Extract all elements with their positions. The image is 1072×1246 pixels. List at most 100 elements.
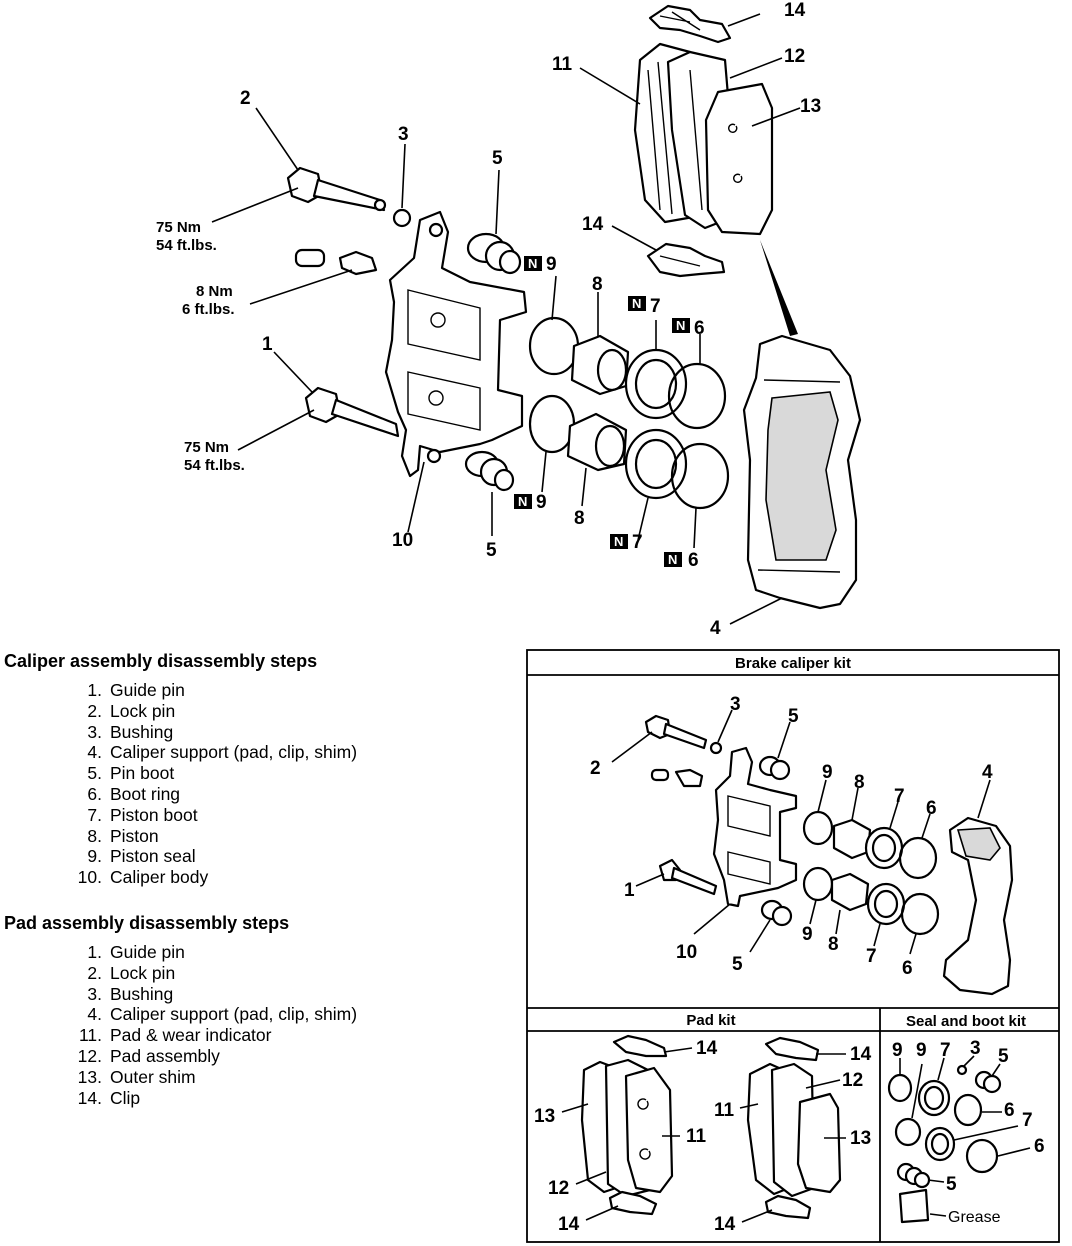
step-number: 3. <box>87 983 102 1004</box>
kit-callout-9-bottom: 9 <box>802 924 813 945</box>
pin-boot-top-part <box>466 232 522 275</box>
pad-kit-drawing: 14 13 11 12 14 14 11 12 13 14 <box>534 1034 872 1235</box>
boot-ring-part <box>667 362 730 510</box>
callout-9-bottom: 9 <box>536 492 547 513</box>
step-text: Caliper support (pad, clip, shim) <box>110 1004 358 1025</box>
svg-text:N: N <box>614 534 623 549</box>
padkit-callout-14-left-top: 14 <box>696 1038 718 1059</box>
svg-text:N: N <box>632 296 641 311</box>
kit-callout-8-top: 8 <box>854 772 865 793</box>
sealkit-callout-5-top: 5 <box>998 1046 1009 1067</box>
step-number: 1. <box>87 680 102 700</box>
callout-9-top: 9 <box>546 254 557 275</box>
callout-8-top: 8 <box>592 274 603 295</box>
step-number: 9. <box>87 846 102 867</box>
step-text: Bushing <box>110 983 174 1004</box>
kit-callout-9-top: 9 <box>822 762 833 783</box>
callout-3: 3 <box>398 124 409 145</box>
callout-13: 13 <box>800 96 821 117</box>
step-item: 4. Caliper support (pad, clip, shim) <box>4 1004 357 1025</box>
svg-text:N: N <box>518 494 527 509</box>
step-text: Guide pin <box>110 942 185 962</box>
svg-text:N: N <box>676 318 685 333</box>
caliper-body-part <box>384 210 528 478</box>
step-item: 14.Clip <box>4 1088 357 1109</box>
padkit-callout-14-right-bottom: 14 <box>714 1214 736 1235</box>
step-number: 3. <box>87 721 102 742</box>
kit-callout-10: 10 <box>676 942 697 963</box>
torque-bleeder-nm: 8 Nm <box>196 283 233 300</box>
caliper-steps-heading: Caliper assembly disassembly steps <box>4 651 318 671</box>
lock-pin-part <box>286 166 387 212</box>
kit-callout-7-top: 7 <box>894 786 905 807</box>
sealkit-callout-9-center: 9 <box>916 1040 927 1061</box>
step-text: Pad assembly <box>110 1045 220 1066</box>
padkit-callout-14-right-top: 14 <box>850 1044 872 1065</box>
kit-callout-1: 1 <box>624 880 635 901</box>
step-item: 2. Lock pin <box>4 963 357 984</box>
step-item: 1. Guide pin <box>4 680 357 701</box>
sealkit-callout-5-bottom: 5 <box>946 1174 957 1195</box>
step-number: 13. <box>77 1066 102 1087</box>
pad-stack-part <box>633 42 774 236</box>
step-item: 4.Caliper support (pad, clip, shim) <box>4 742 357 763</box>
sealkit-callout-3: 3 <box>970 1038 981 1059</box>
padkit-callout-11-left: 11 <box>686 1126 707 1147</box>
step-text: Pad & wear indicator <box>110 1025 272 1046</box>
step-item: 2. Lock pin <box>4 701 357 722</box>
caliper-support-part <box>742 334 862 610</box>
step-text: Boot ring <box>110 783 181 804</box>
step-text: Piston boot <box>110 804 198 825</box>
callout-5-bottom: 5 <box>486 540 497 561</box>
pad-steps-list: 1. Guide pin 2. Lock pin 3. Bushing 4. Caliper … <box>4 942 357 1108</box>
step-text: Clip <box>110 1087 141 1108</box>
bleeder-parts <box>294 248 378 276</box>
step-item: 12. Pad assembly <box>4 1046 357 1067</box>
step-number: 1. <box>87 942 102 962</box>
brake-caliper-kit-title: Brake caliper kit <box>735 655 851 672</box>
step-text: Caliper body <box>110 867 209 888</box>
callout-14-middle: 14 <box>582 214 604 235</box>
callout-8-bottom: 8 <box>574 508 585 529</box>
kit-callout-4: 4 <box>982 762 993 783</box>
step-text: Lock pin <box>110 700 176 721</box>
pad-steps-heading: Pad assembly disassembly steps <box>4 913 290 933</box>
step-text: Piston <box>110 825 159 846</box>
padkit-callout-14-left-bottom: 14 <box>558 1214 580 1235</box>
step-number: 10. <box>77 867 102 888</box>
sealkit-callout-6-top: 6 <box>1004 1100 1015 1121</box>
step-number: 12. <box>77 1045 102 1066</box>
guide-pin-part <box>304 386 400 438</box>
step-text: Lock pin <box>110 962 176 983</box>
padkit-callout-12-left: 12 <box>548 1178 569 1199</box>
sealkit-callout-9-left: 9 <box>892 1040 903 1061</box>
brake-caliper-kit-drawing: 3 5 2 9 8 7 6 4 1 10 5 9 8 7 6 <box>590 694 1014 996</box>
callout-1: 1 <box>262 334 273 355</box>
svg-text:N: N <box>528 256 537 271</box>
step-number: 2. <box>87 962 102 983</box>
step-item: 3.Bushing <box>4 722 357 743</box>
torque-guide-pin-ftlbs: 54 ft.lbs. <box>184 457 245 474</box>
kit-callout-7-bottom: 7 <box>866 946 877 967</box>
step-number: 2. <box>87 700 102 721</box>
kit-callout-8-bottom: 8 <box>828 934 839 955</box>
clip-top-part <box>648 4 732 44</box>
step-number: 4. <box>87 1004 102 1025</box>
kit-callout-6-bottom: 6 <box>902 958 913 979</box>
callout-7-bottom: 7 <box>632 532 643 553</box>
step-text: Guide pin <box>110 680 185 700</box>
svg-text:N: N <box>668 552 677 567</box>
piston-part <box>566 334 630 472</box>
kit-callout-5-bottom: 5 <box>732 954 743 975</box>
kit-callout-2: 2 <box>590 758 601 779</box>
exploded-caliper-view: N N N N N N 14 11 12 13 2 3 5 14 9 8 7 6… <box>156 0 862 639</box>
step-number: 11. <box>78 1025 102 1046</box>
step-number: 6. <box>87 783 102 804</box>
pad-kit-title: Pad kit <box>686 1012 735 1029</box>
callout-14-top: 14 <box>784 0 806 21</box>
torque-lock-pin-nm: 75 Nm <box>156 219 201 236</box>
step-text: Outer shim <box>110 1066 196 1087</box>
pin-boot-bottom-part <box>464 450 515 492</box>
